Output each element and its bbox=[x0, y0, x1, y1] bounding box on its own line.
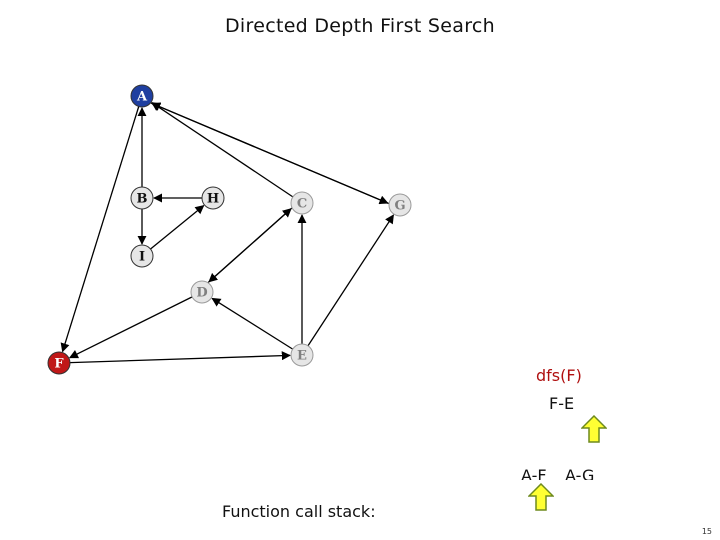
node-g: G bbox=[388, 193, 412, 217]
stack-base-arrow-up-icon bbox=[528, 483, 554, 511]
edge-a-g bbox=[150, 102, 389, 205]
node-h: H bbox=[201, 186, 225, 210]
node-circle-h bbox=[201, 186, 225, 210]
node-circle-d bbox=[190, 280, 214, 304]
node-label-b: B bbox=[137, 192, 148, 207]
node-label-h: H bbox=[207, 192, 219, 207]
edge-f-e bbox=[69, 351, 291, 364]
edge-i-h bbox=[150, 205, 205, 250]
node-f: F bbox=[47, 351, 71, 375]
edge-a-f bbox=[60, 106, 140, 353]
stack-pointer-arrow-up-icon bbox=[581, 415, 607, 443]
node-circle-a bbox=[130, 84, 154, 108]
edge-d-f bbox=[68, 296, 193, 359]
node-c: C bbox=[290, 191, 314, 215]
call-stack-caption: Function call stack: bbox=[222, 502, 376, 521]
edge-d-c bbox=[207, 208, 292, 283]
node-circle-i bbox=[130, 244, 154, 268]
stack-entry-a-g: A-G bbox=[565, 466, 595, 480]
node-d: D bbox=[190, 280, 214, 304]
node-label-e: E bbox=[297, 349, 307, 364]
node-a: A bbox=[130, 84, 154, 108]
node-label-c: C bbox=[297, 197, 307, 212]
edge-e-g bbox=[307, 214, 394, 347]
dfs-call-label: dfs(F) bbox=[536, 366, 582, 385]
current-edge-label: F-E bbox=[549, 394, 575, 413]
slide-number: 15 bbox=[701, 527, 712, 536]
edge-c-a bbox=[151, 102, 294, 198]
node-circle-b bbox=[130, 186, 154, 210]
node-label-a: A bbox=[136, 90, 148, 105]
node-label-i: I bbox=[139, 250, 145, 265]
slide-title: Directed Depth First Search bbox=[225, 15, 495, 37]
node-label-f: F bbox=[54, 357, 64, 372]
node-label-d: D bbox=[196, 286, 207, 301]
node-circle-f bbox=[47, 351, 71, 375]
node-i: I bbox=[130, 244, 154, 268]
stack-entry-a-f: A-F bbox=[521, 466, 547, 480]
node-circle-g bbox=[388, 193, 412, 217]
node-e: E bbox=[290, 343, 314, 367]
node-circle-e bbox=[290, 343, 314, 367]
edge-e-d bbox=[211, 297, 294, 350]
node-b: B bbox=[130, 186, 154, 210]
node-circle-c bbox=[290, 191, 314, 215]
node-label-g: G bbox=[394, 199, 405, 214]
